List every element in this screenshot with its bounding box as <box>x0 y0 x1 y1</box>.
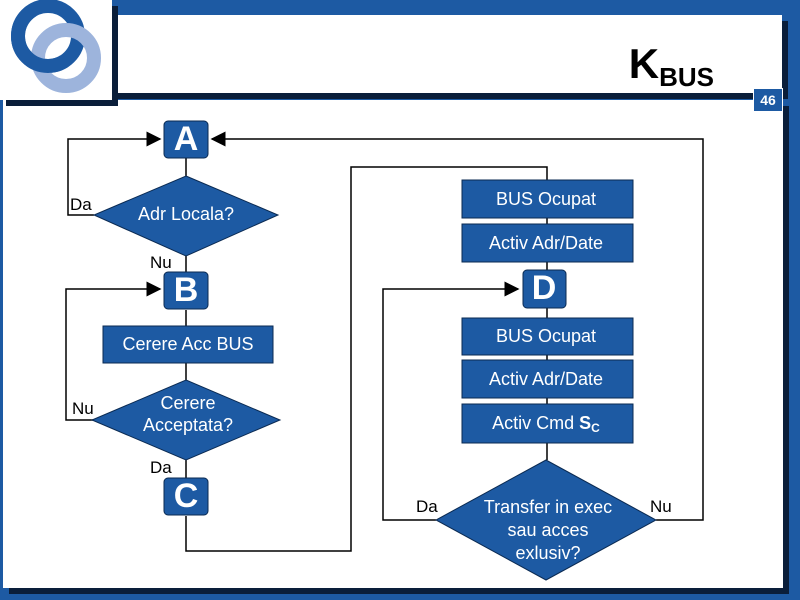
label-da-transfer: Da <box>416 497 438 516</box>
process-cerere-acc-bus: Cerere Acc BUS <box>102 325 274 364</box>
svg-text:BUS Ocupat: BUS Ocupat <box>496 189 596 209</box>
decision-transfer: Transfer in exec sau acces exlusiv? <box>434 459 658 581</box>
svg-text:Activ Cmd SC: Activ Cmd SC <box>492 413 600 435</box>
svg-text:Transfer in exec: Transfer in exec <box>484 497 612 517</box>
decision-adr-locala: Adr Locala? <box>92 175 280 257</box>
label-da-adr: Da <box>70 195 92 214</box>
svg-text:D: D <box>532 269 557 307</box>
label-nu-adr: Nu <box>150 253 172 272</box>
process-activ-adr-date-2: Activ Adr/Date <box>461 359 634 399</box>
svg-text:Activ Adr/Date: Activ Adr/Date <box>489 233 603 253</box>
decision-cerere-acceptata: Cerere Acceptata? <box>90 379 282 461</box>
label-da-cerere: Da <box>150 458 172 477</box>
connector-d: D <box>522 269 567 309</box>
header-bar: KBUS <box>110 15 782 93</box>
connector-a: A <box>163 120 209 159</box>
svg-text:sau acces: sau acces <box>507 520 588 540</box>
svg-text:Cerere: Cerere <box>160 393 215 413</box>
logo-icon <box>11 0 101 93</box>
connector-lines <box>65 131 704 552</box>
page-number: 46 <box>753 88 783 112</box>
label-nu-transfer: Nu <box>650 497 672 516</box>
connector-c: C <box>163 477 209 516</box>
process-bus-ocupat-1: BUS Ocupat <box>461 179 634 219</box>
svg-text:Acceptata?: Acceptata? <box>143 415 233 435</box>
label-nu-cerere: Nu <box>72 399 94 418</box>
svg-text:B: B <box>174 271 199 309</box>
svg-text:Cerere Acc BUS: Cerere Acc BUS <box>122 334 253 354</box>
svg-text:BUS Ocupat: BUS Ocupat <box>496 326 596 346</box>
process-activ-cmd: Activ Cmd SC <box>461 403 634 444</box>
connector-b: B <box>163 271 209 310</box>
slide-title: KBUS <box>628 40 714 92</box>
svg-text:A: A <box>174 120 199 158</box>
svg-text:C: C <box>174 477 199 515</box>
svg-text:exlusiv?: exlusiv? <box>515 543 580 563</box>
svg-text:Activ Adr/Date: Activ Adr/Date <box>489 369 603 389</box>
svg-text:Adr Locala?: Adr Locala? <box>138 204 234 224</box>
process-bus-ocupat-2: BUS Ocupat <box>461 317 634 356</box>
logo-box <box>0 0 112 100</box>
process-activ-adr-date-1: Activ Adr/Date <box>461 223 634 263</box>
